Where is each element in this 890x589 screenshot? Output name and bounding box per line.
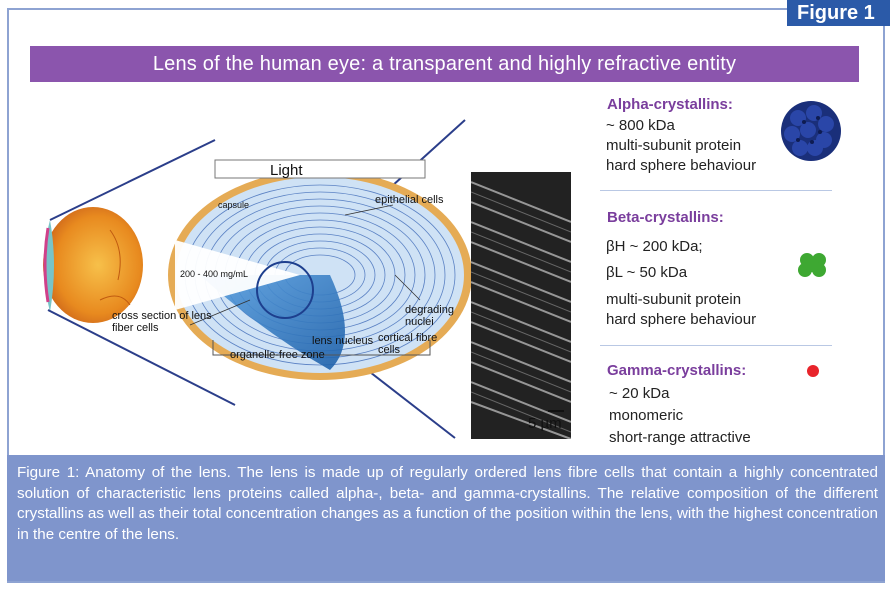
scale-bar (548, 410, 564, 412)
beta-type: multi-subunit protein (606, 291, 741, 308)
separator (600, 345, 832, 346)
beta-h-mass: βH ~ 200 kDa; (606, 238, 703, 255)
separator (600, 190, 832, 191)
alpha-mass: ~ 800 kDa (606, 117, 675, 134)
beta-crystallin-icon (797, 250, 829, 280)
alpha-crystallins-title: Alpha-crystallins: (607, 96, 733, 113)
alpha-type: multi-subunit protein (606, 137, 741, 154)
gamma-crystallin-icon (806, 364, 820, 378)
figure-caption: Figure 1: Anatomy of the lens. The lens … (7, 455, 885, 581)
label-epithelial-cells: epithelial cells (375, 194, 443, 206)
scale-bar-label: 5 µm (528, 415, 562, 432)
gamma-type: monomeric (609, 407, 683, 424)
beta-l-mass: βL ~ 50 kDa (606, 264, 687, 281)
label-degrading-nuclei: degrading nuclei (405, 304, 470, 328)
beta-behaviour: hard sphere behaviour (606, 311, 756, 328)
label-lens-nucleus: lens nucleus (312, 335, 373, 347)
label-capsule: capsule (218, 199, 249, 211)
gamma-crystallins-title: Gamma-crystallins: (607, 362, 746, 379)
electron-micrograph (471, 172, 571, 439)
alpha-crystallin-icon (778, 98, 844, 164)
gamma-mass: ~ 20 kDa (609, 385, 669, 402)
label-light: Light (270, 165, 303, 177)
alpha-behaviour: hard sphere behaviour (606, 157, 756, 174)
label-cross-section: cross section of lens fiber cells (112, 310, 212, 334)
beta-crystallins-title: Beta-crystallins: (607, 209, 724, 226)
eye-illustration (43, 207, 143, 323)
label-organelle-free-zone: organelle-free zone (230, 349, 325, 361)
label-concentration: 200 - 400 mg/mL (180, 268, 248, 280)
label-cortical-fibre-cells: cortical fibre cells (378, 332, 458, 356)
gamma-behaviour: short-range attractive (609, 429, 751, 446)
